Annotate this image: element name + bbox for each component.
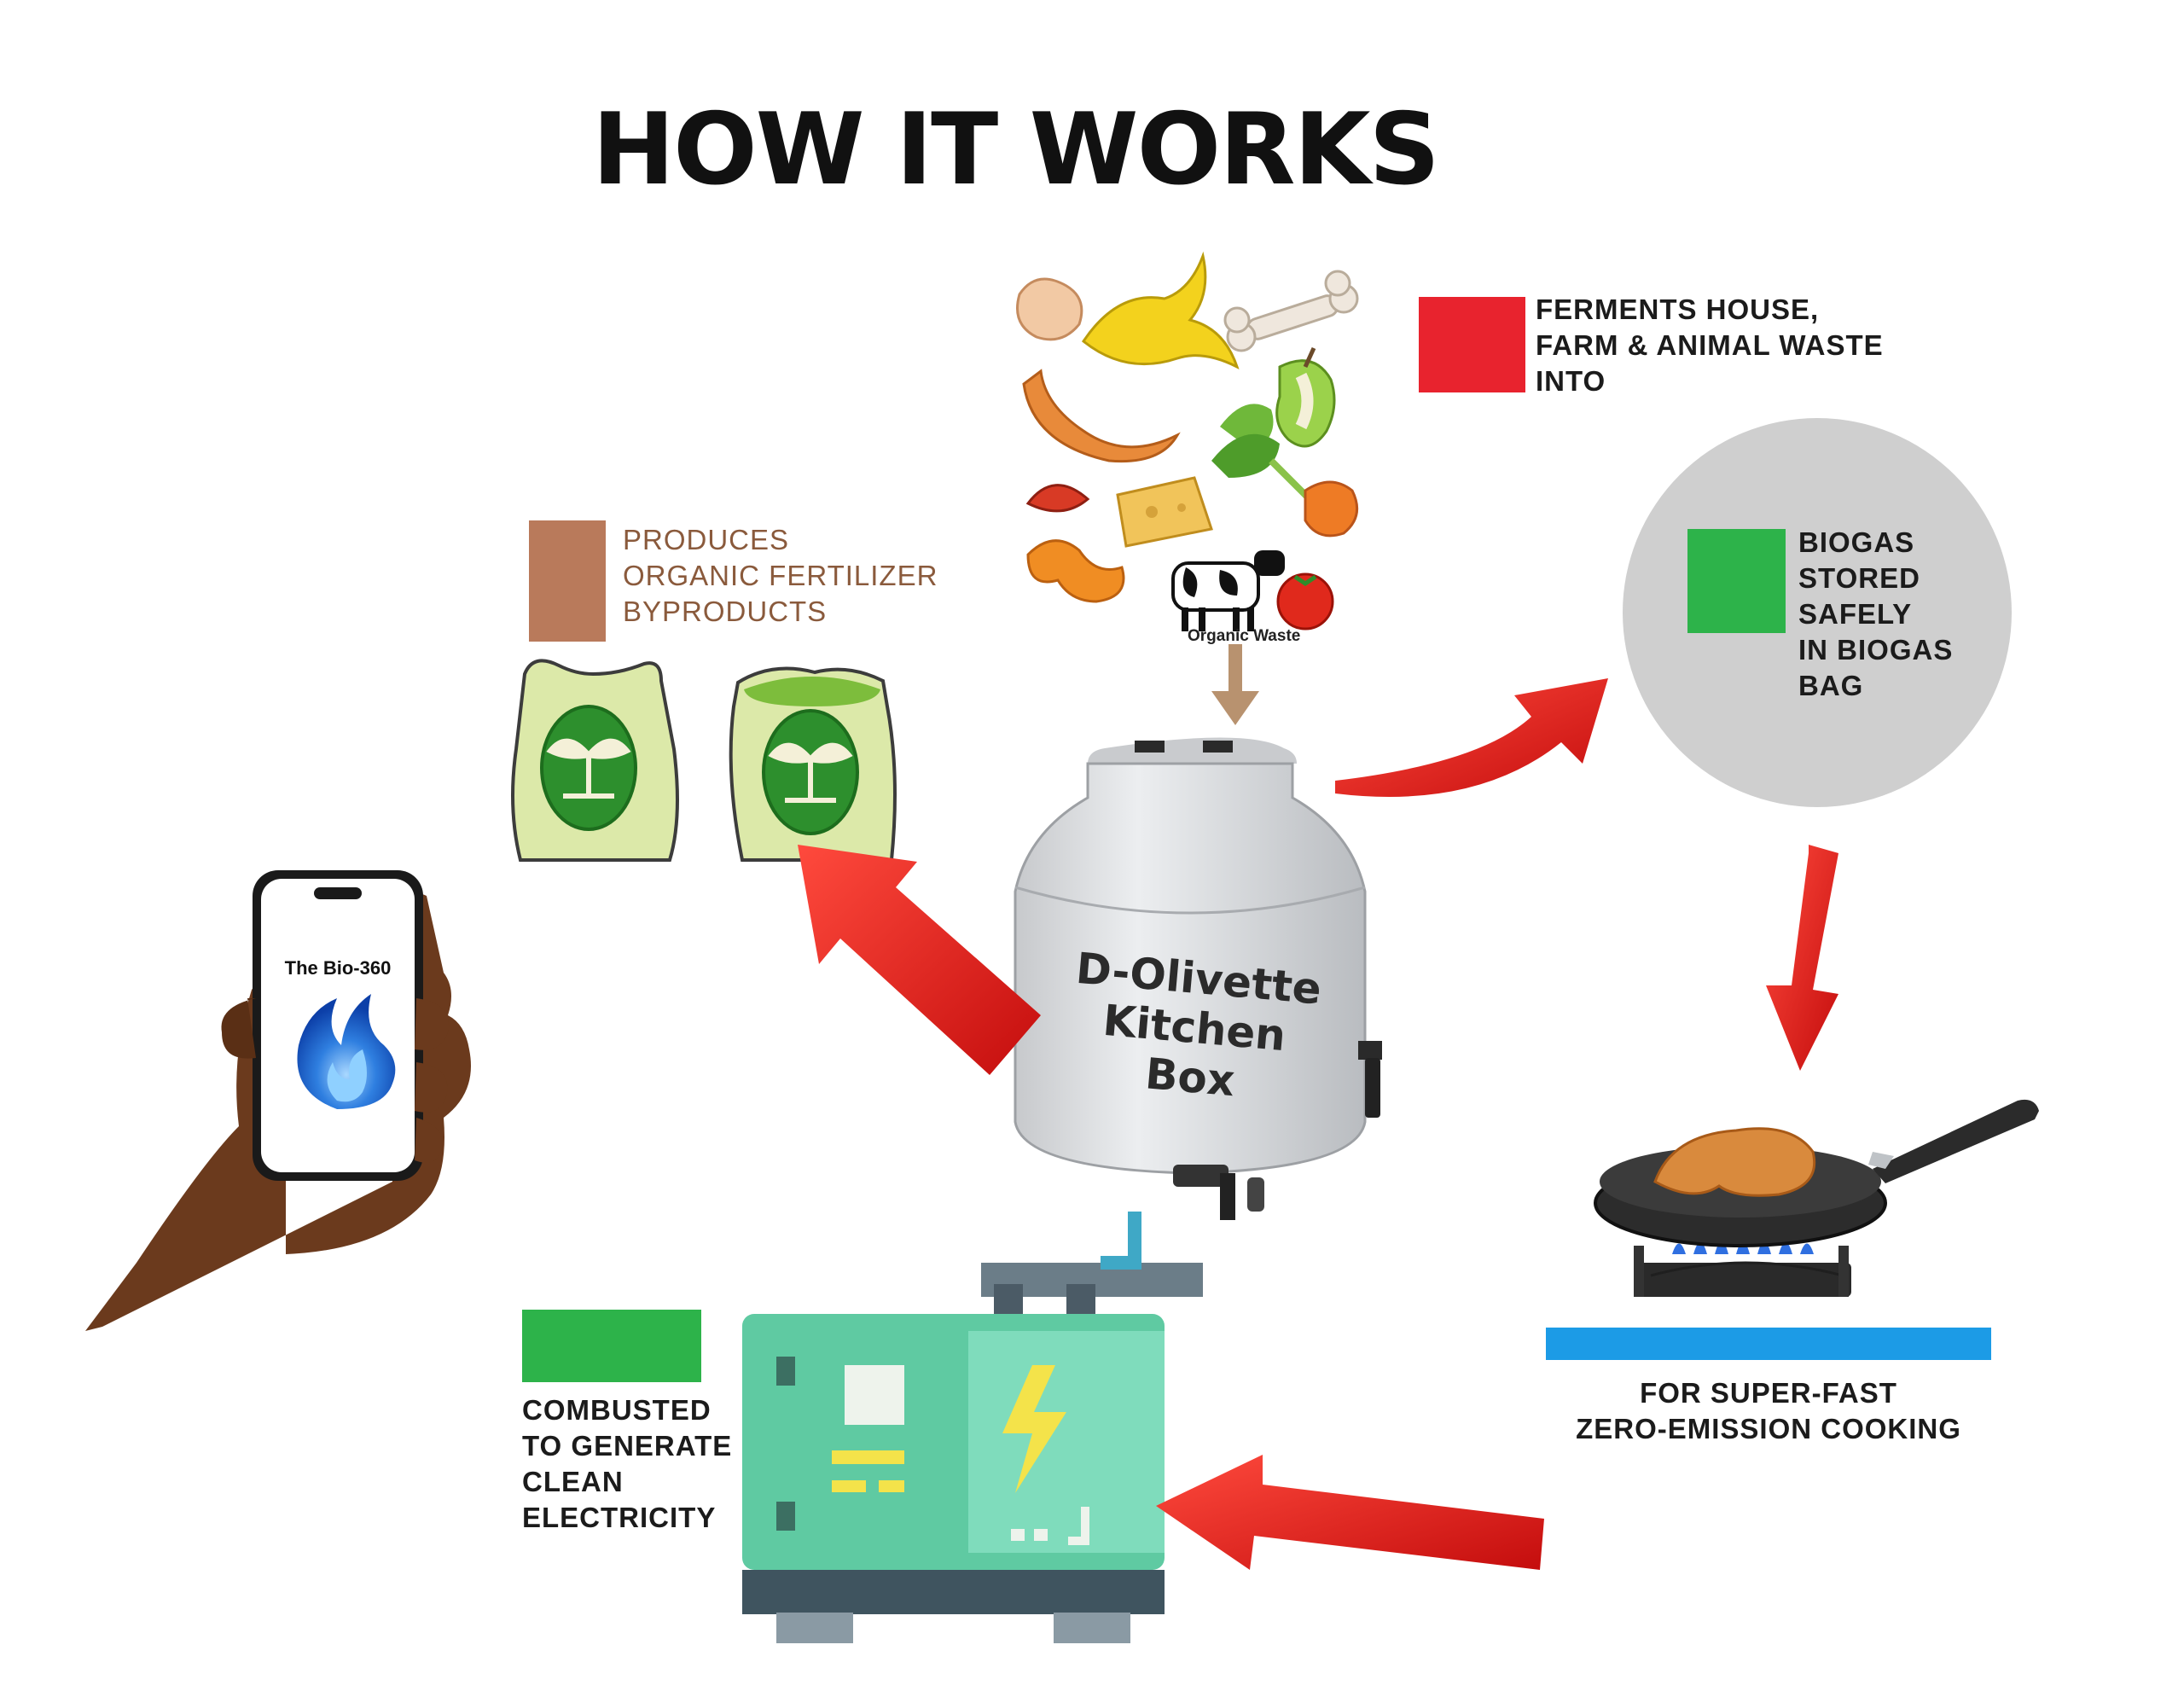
frying-pan-stove-icon: [1594, 1099, 2039, 1297]
electricity-color-swatch: [522, 1310, 701, 1382]
cooking-label: FOR SUPER-FAST ZERO-EMISSION COOKING: [1546, 1375, 1991, 1447]
cooking-line: ZERO-EMISSION COOKING: [1576, 1413, 1961, 1444]
electricity-label: COMBUSTED TO GENERATE CLEAN ELECTRICITY: [522, 1392, 732, 1536]
fertilizer-bag-icon: [511, 659, 679, 862]
biogas-line: BAG: [1798, 670, 1864, 701]
red-arrow-icon: [798, 678, 1838, 1570]
fertilizer-color-swatch: [529, 520, 606, 642]
electricity-line: CLEAN: [522, 1466, 624, 1497]
biogas-line: IN BIOGAS: [1798, 634, 1954, 665]
organic-waste-label: Organic Waste: [1188, 627, 1301, 645]
biogas-line: STORED: [1798, 562, 1920, 594]
carrot-icon: [1211, 404, 1359, 538]
biogas-label: BIOGAS STORED SAFELY IN BIOGAS BAG: [1798, 525, 1953, 704]
tank-brand-label: D-Olivette Kitchen Box: [1052, 942, 1337, 1113]
ferment-label: FERMENTS HOUSE, FARM & ANIMAL WASTE INTO: [1536, 292, 1884, 399]
flame-icon: [297, 994, 396, 1109]
ferment-color-swatch: [1419, 297, 1525, 392]
smartphone-icon: [85, 870, 471, 1331]
cooking-color-bar: [1546, 1328, 1991, 1360]
electricity-line: ELECTRICITY: [522, 1502, 717, 1533]
phone-app-name: The Bio-360: [284, 957, 392, 979]
biogas-tank-illustration: [1014, 737, 1382, 1220]
biogas-bag-circle: [1623, 418, 2012, 807]
cooking-line: FOR SUPER-FAST: [1640, 1377, 1897, 1409]
cow-icon: [1171, 550, 1285, 631]
apple-core-icon: [1275, 346, 1336, 448]
organic-waste-illustration: [1016, 251, 1359, 725]
fertilizer-line: ORGANIC FERTILIZER: [623, 560, 938, 591]
fertilizer-label: PRODUCES ORGANIC FERTILIZER BYPRODUCTS: [623, 522, 938, 630]
ferment-line: INTO: [1536, 365, 1606, 397]
electricity-line: COMBUSTED: [522, 1394, 712, 1426]
fertilizer-line: PRODUCES: [623, 524, 790, 555]
biogas-color-swatch: [1687, 529, 1786, 633]
biogas-line: BIOGAS: [1798, 526, 1915, 558]
page-title: HOW IT WORKS: [591, 92, 1440, 207]
fertilizer-line: BYPRODUCTS: [623, 596, 828, 627]
generator-icon: [742, 1212, 1203, 1643]
ferment-line: FERMENTS HOUSE,: [1536, 293, 1820, 325]
ferment-line: FARM & ANIMAL WASTE: [1536, 329, 1884, 361]
fertilizer-bag-icon: [729, 666, 897, 862]
electricity-line: TO GENERATE: [522, 1430, 733, 1462]
biogas-line: SAFELY: [1798, 598, 1913, 630]
